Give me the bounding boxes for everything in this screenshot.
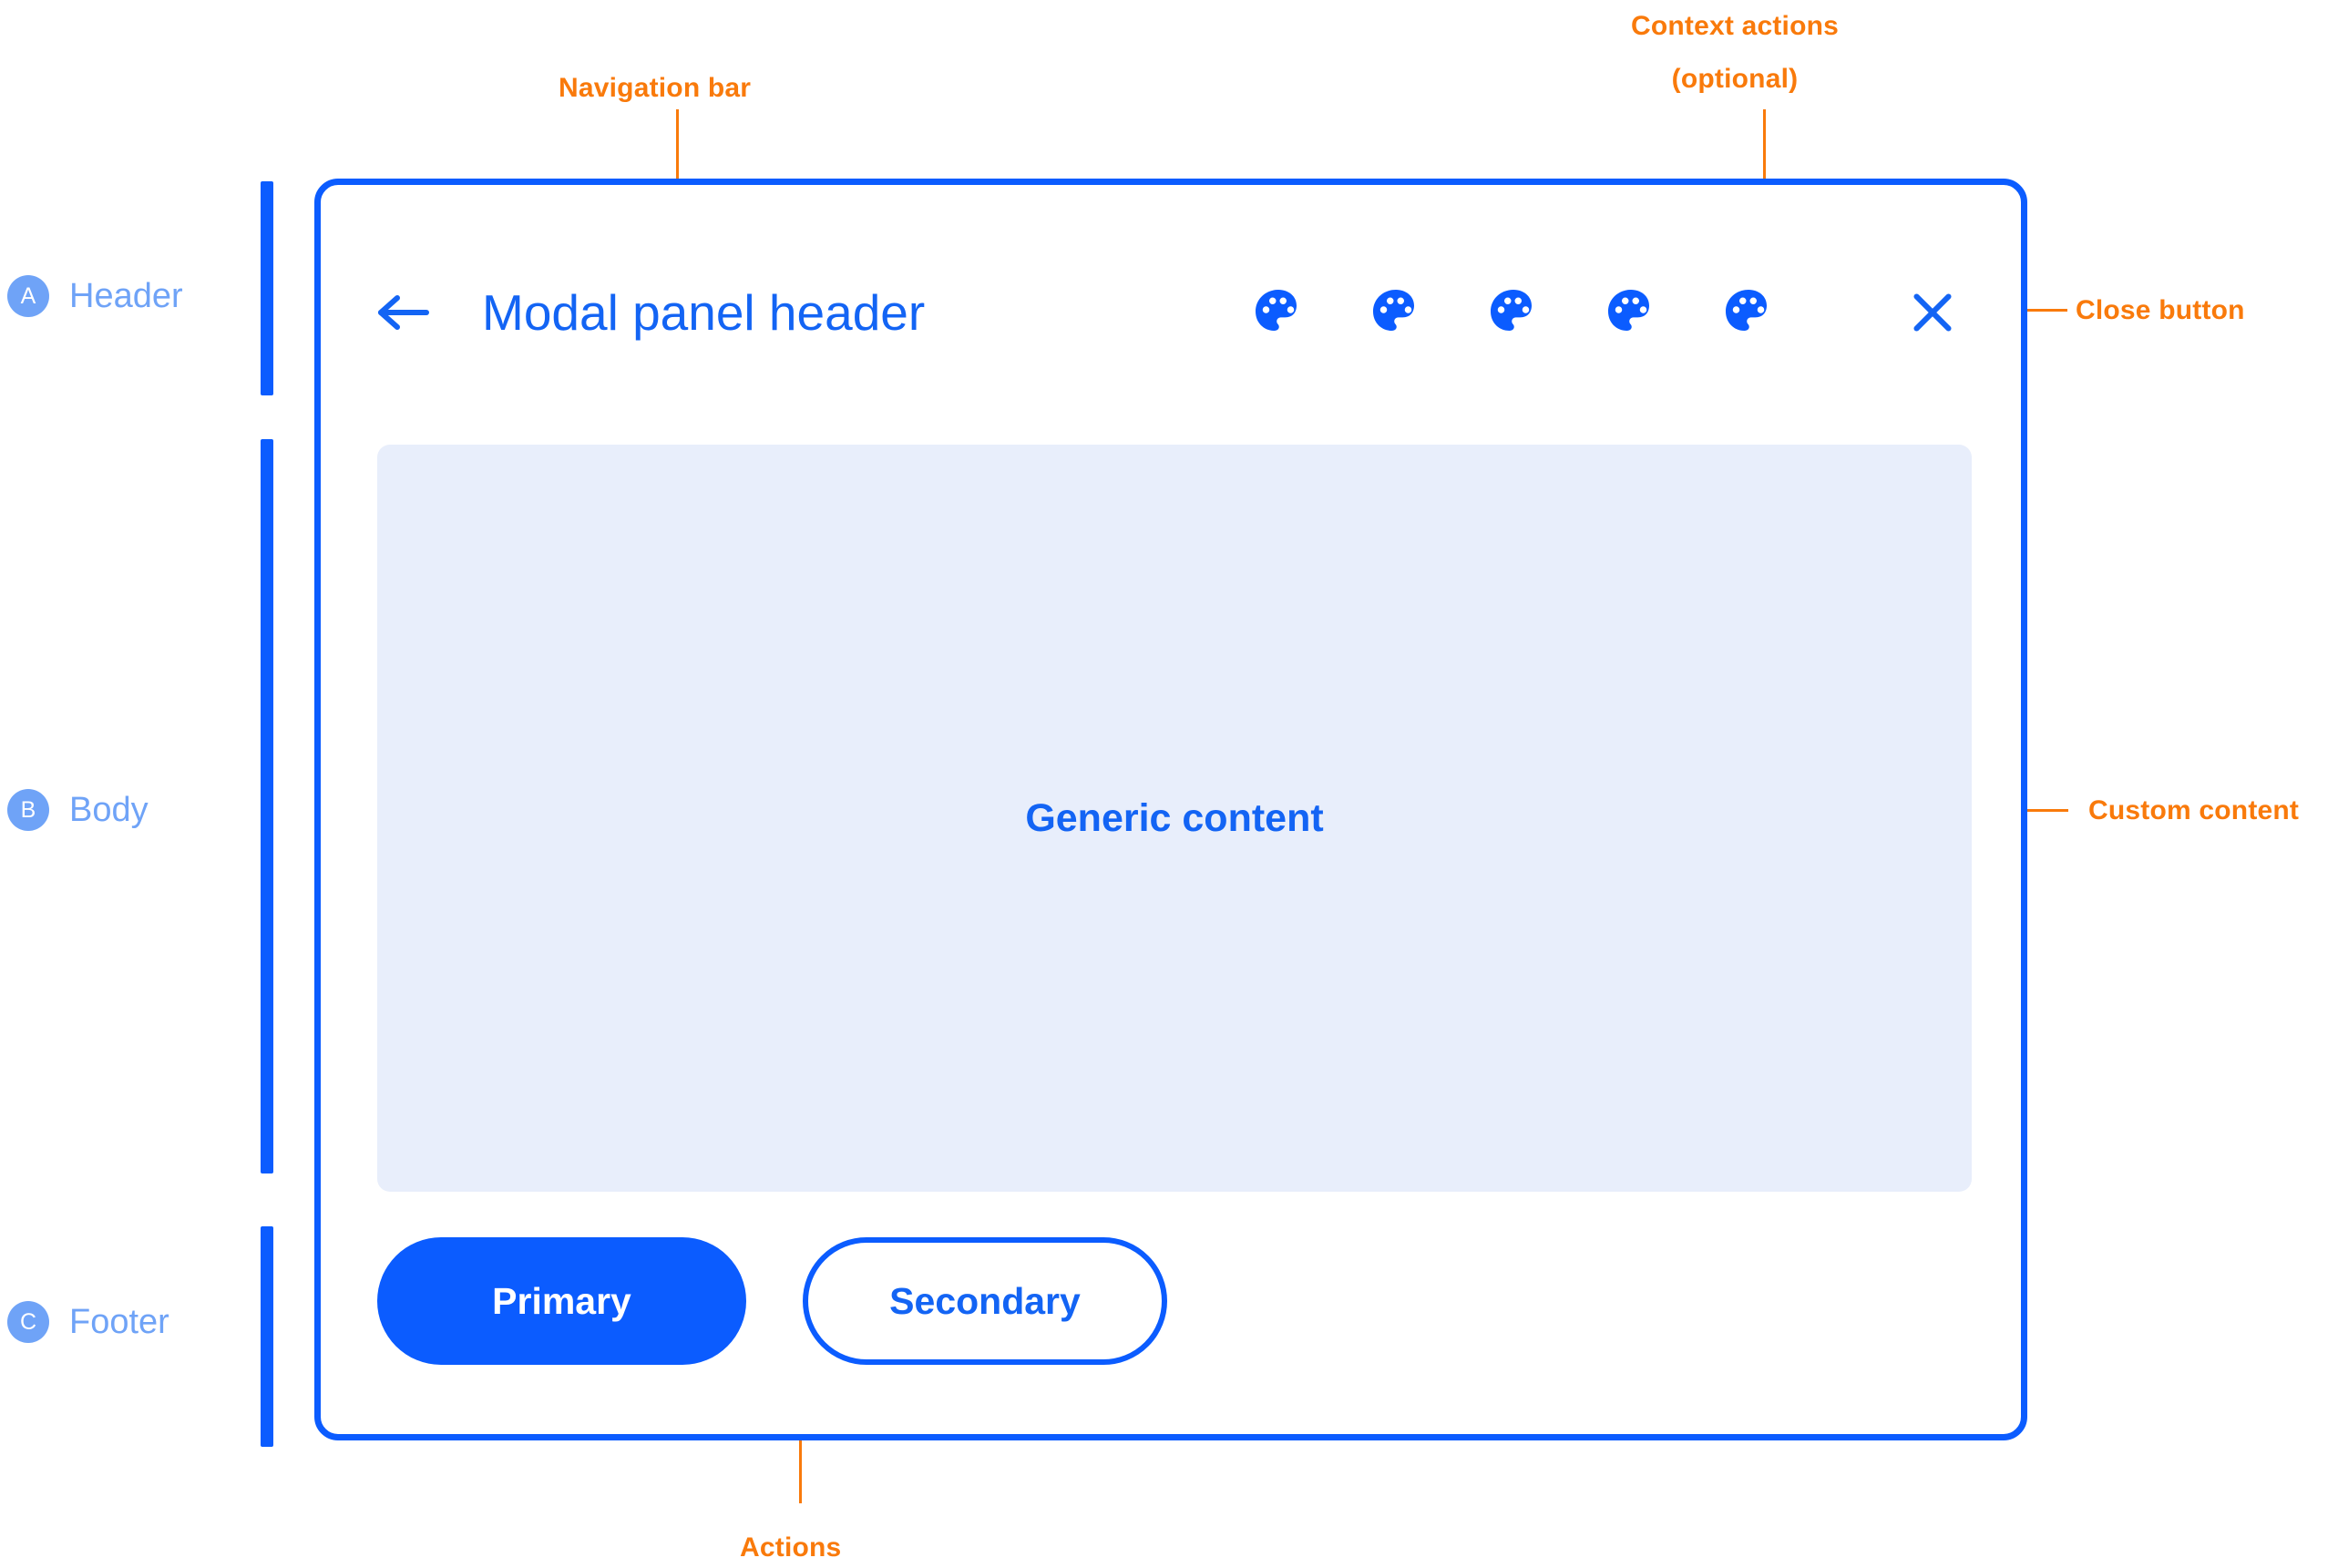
modal-footer: Primary Secondary	[377, 1237, 1167, 1365]
modal-body-content-area: Generic content	[377, 445, 1972, 1192]
legend-item-body: B Body	[7, 789, 149, 831]
bracket-header	[261, 181, 273, 395]
bracket-body	[261, 439, 273, 1173]
context-action-palette-5[interactable]	[1719, 283, 1778, 342]
context-action-palette-3[interactable]	[1484, 283, 1543, 342]
legend-badge-b: B	[7, 789, 49, 831]
context-action-palette-4[interactable]	[1602, 283, 1660, 342]
annotation-navigation-bar: Navigation bar	[559, 73, 752, 103]
annotation-context-actions-line1: Context actions	[1630, 11, 1840, 41]
legend-label-header: Header	[69, 276, 183, 315]
annotation-close-button: Close button	[2076, 295, 2245, 325]
legend-badge-a: A	[7, 275, 49, 317]
legend-badge-c: C	[7, 1301, 49, 1343]
context-actions-group	[1249, 281, 1964, 344]
legend-label-body: Body	[69, 790, 149, 829]
annotation-actions: Actions	[740, 1532, 842, 1563]
back-button[interactable]	[374, 283, 432, 342]
legend-item-header: A Header	[7, 275, 183, 317]
context-action-palette-2[interactable]	[1367, 283, 1425, 342]
legend-label-footer: Footer	[69, 1302, 169, 1341]
legend-item-footer: C Footer	[7, 1301, 169, 1343]
close-button[interactable]	[1901, 281, 1964, 344]
bracket-footer	[261, 1226, 273, 1447]
annotation-context-actions-line2: (optional)	[1671, 64, 1799, 94]
primary-button[interactable]: Primary	[377, 1237, 746, 1365]
modal-header: Modal panel header	[321, 185, 2021, 440]
generic-content-label: Generic content	[1025, 795, 1324, 840]
annotation-custom-content: Custom content	[2088, 795, 2300, 825]
context-action-palette-1[interactable]	[1249, 283, 1307, 342]
modal-panel: Modal panel header	[314, 179, 2027, 1440]
secondary-button[interactable]: Secondary	[803, 1237, 1167, 1365]
modal-title: Modal panel header	[482, 284, 926, 341]
